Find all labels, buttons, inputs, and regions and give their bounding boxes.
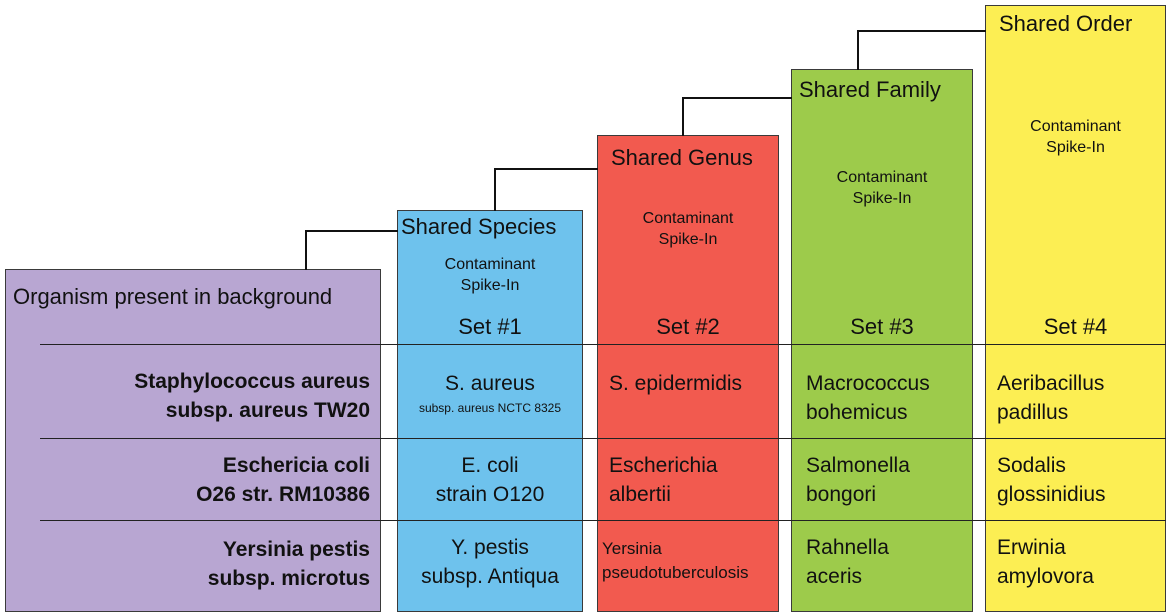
background-header: Organism present in background bbox=[13, 284, 333, 309]
set2-category: Shared Genus bbox=[611, 145, 753, 170]
set1-column bbox=[397, 210, 583, 612]
set2-row-1: S. epidermidis bbox=[609, 372, 743, 395]
set4-column bbox=[985, 5, 1166, 612]
row-divider-1 bbox=[40, 344, 1166, 345]
set1-label: Set #1 bbox=[458, 314, 522, 339]
set3-label: Set #3 bbox=[850, 314, 914, 339]
set4-category: Shared Order bbox=[999, 11, 1133, 36]
row-divider-2 bbox=[40, 438, 1166, 439]
set3-category: Shared Family bbox=[799, 77, 941, 102]
row-divider-3 bbox=[40, 520, 1166, 521]
set4-label: Set #4 bbox=[1043, 314, 1108, 339]
set1-category: Shared Species bbox=[401, 214, 557, 239]
set2-column bbox=[597, 135, 779, 612]
set2-label: Set #2 bbox=[656, 314, 720, 339]
set3-column bbox=[791, 69, 973, 612]
set1-row-1: S. aureus subsp. aureus NCTC 8325 bbox=[418, 372, 562, 415]
background-column bbox=[5, 269, 381, 612]
